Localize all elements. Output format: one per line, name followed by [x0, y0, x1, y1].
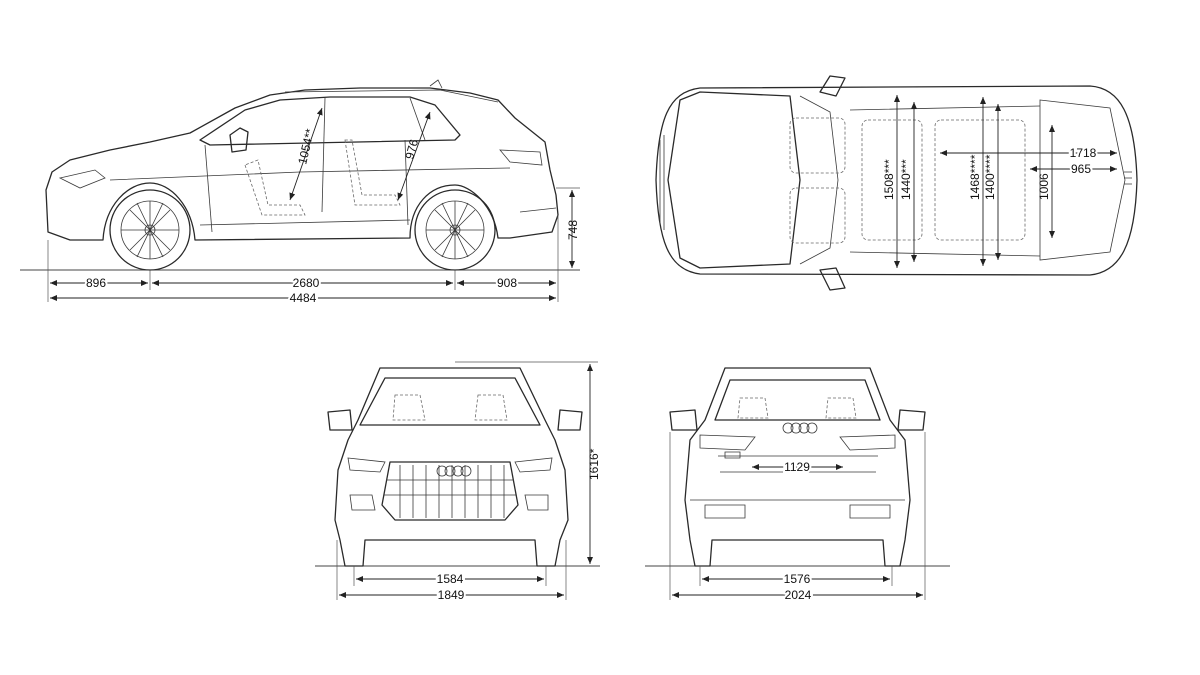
front-fog-lights [349, 494, 549, 511]
front-headroom-arrow [289, 107, 323, 201]
wheelbase-label: 2680 [293, 276, 320, 290]
side-window-frame [199, 96, 461, 146]
rear-window [714, 379, 881, 421]
top-view: 1508*** 1440*** 1468**** 1400**** 1006 1… [655, 75, 1138, 291]
front-headlights [347, 457, 553, 473]
side-shark-fin [429, 79, 443, 89]
rear-shoulder-width-label: 1468**** [968, 154, 982, 200]
front-grille-slats [384, 465, 516, 518]
side-taillight [499, 149, 543, 166]
side-shoulder-line [109, 167, 511, 181]
top-rear-badge [1124, 171, 1132, 185]
rear-left-mirror [669, 409, 698, 431]
front-body-outline [334, 367, 569, 567]
rear-four-rings-logo [782, 422, 818, 434]
rear-overhang-label: 908 [497, 276, 517, 290]
side-rear-seat [344, 139, 401, 206]
front-overhang-label: 896 [86, 276, 106, 290]
front-view: 1616* 1584 1849 [315, 361, 601, 604]
side-c-pillar [409, 97, 426, 141]
top-rear-bench [934, 119, 1026, 241]
front-seats [392, 394, 508, 421]
top-left-mirror [819, 75, 846, 97]
loadspace-length-short-label: 965 [1071, 162, 1091, 176]
top-front-grille [659, 135, 665, 230]
width-with-mirrors-label: 2024 [785, 588, 812, 602]
vehicle-height-label: 1616* [587, 448, 601, 480]
top-roof-rails [849, 105, 1041, 257]
top-right-mirror [819, 267, 846, 291]
side-front-door-edge [204, 144, 213, 233]
front-right-mirror [557, 409, 583, 431]
rear-track-label: 1576 [784, 572, 811, 586]
top-hood [667, 91, 801, 269]
side-body-outline [45, 87, 559, 241]
front-left-mirror [327, 409, 353, 431]
height-label: 748 [566, 220, 580, 240]
front-elbow-width-label: 1440*** [899, 159, 913, 200]
side-front-seat [244, 159, 306, 216]
rear-view: 1129 1576 2024 [645, 367, 950, 604]
side-mirror [229, 127, 249, 153]
rear-body-outline [684, 367, 911, 567]
top-tailgate [1039, 99, 1126, 261]
front-four-rings-logo [436, 465, 472, 477]
side-roof-rail [284, 89, 499, 103]
top-front-left-seat [789, 117, 846, 174]
loading-width-label: 1129 [784, 460, 810, 474]
rear-headrests [737, 397, 857, 419]
rear-taillights [699, 434, 896, 451]
rear-elbow-width-label: 1400**** [983, 154, 997, 200]
loadspace-width-label: 1006 [1037, 173, 1051, 200]
rear-right-mirror [897, 409, 926, 431]
top-front-right-seat [789, 187, 846, 244]
loadspace-length-label: 1718 [1070, 146, 1097, 160]
top-windshield [799, 95, 839, 265]
side-b-pillar [321, 97, 326, 213]
rear-bumper-exhausts [690, 499, 905, 519]
front-windshield [359, 377, 541, 426]
front-track-label: 1584 [437, 572, 464, 586]
rear-model-badge [724, 451, 741, 459]
side-sill-line [199, 219, 411, 226]
overall-length-label: 4484 [290, 291, 317, 305]
side-view: 1054** 976 896 2680 908 4484 748 [20, 79, 580, 307]
front-grille [381, 461, 519, 521]
rear-tailgate-lines [718, 455, 878, 473]
rear-headroom-label: 976 [402, 137, 421, 160]
top-body-outline [655, 85, 1138, 276]
side-headlight [58, 169, 106, 189]
side-front-wheel [109, 189, 191, 271]
side-rear-bumper [519, 207, 557, 213]
side-rear-wheel [414, 189, 496, 271]
rear-headroom-arrow [397, 111, 431, 201]
top-rear-footwell [861, 119, 923, 241]
front-shoulder-width-label: 1508*** [882, 159, 896, 200]
front-headroom-label: 1054** [295, 127, 317, 166]
body-width-label: 1849 [438, 588, 465, 602]
